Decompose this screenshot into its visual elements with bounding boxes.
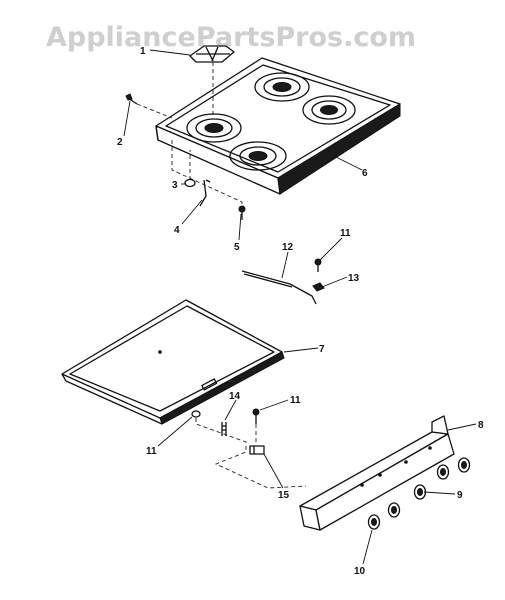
callout-3: 3 bbox=[172, 180, 178, 191]
screw-part-5 bbox=[238, 205, 246, 220]
callout-10: 10 bbox=[354, 566, 366, 577]
cooktop-panel bbox=[155, 57, 401, 195]
callout-11-left: 11 bbox=[146, 446, 157, 457]
control-panel-part-8 bbox=[299, 415, 455, 531]
clip-part-13 bbox=[312, 282, 325, 292]
callout-13: 13 bbox=[348, 273, 360, 284]
callout-labels: 1 2 3 4 5 6 11 12 13 7 8 9 10 11 11 14 1… bbox=[117, 46, 484, 577]
clip-part-3 bbox=[184, 150, 196, 188]
screw-part-2 bbox=[125, 93, 173, 119]
control-knobs bbox=[367, 457, 471, 530]
knob bbox=[457, 457, 471, 473]
burner-opening-front-left bbox=[186, 113, 242, 143]
burner-opening-rear-left bbox=[254, 72, 310, 102]
callout-2: 2 bbox=[117, 137, 123, 148]
knob bbox=[413, 484, 427, 500]
callout-14: 14 bbox=[229, 391, 241, 402]
screw-part-11-upper bbox=[314, 258, 322, 272]
burner-opening-front-right bbox=[229, 141, 287, 171]
callout-7: 7 bbox=[319, 344, 325, 355]
watermark-text: AppliancePartsPros.com bbox=[46, 22, 416, 53]
callout-5: 5 bbox=[234, 242, 240, 253]
callout-12: 12 bbox=[282, 242, 294, 253]
callout-8: 8 bbox=[478, 420, 484, 431]
rod-part-12 bbox=[241, 270, 317, 305]
spring-part-14 bbox=[221, 422, 227, 436]
callout-11-right: 11 bbox=[290, 395, 301, 406]
burner-grate-part bbox=[189, 45, 235, 118]
knob bbox=[436, 464, 450, 480]
callout-6: 6 bbox=[362, 168, 368, 179]
callout-1: 1 bbox=[140, 46, 146, 57]
callout-15: 15 bbox=[278, 490, 290, 501]
callout-9: 9 bbox=[457, 490, 463, 501]
bracket-part-15 bbox=[249, 445, 265, 455]
knob bbox=[387, 502, 401, 518]
knob bbox=[367, 514, 381, 530]
bracket-part-4 bbox=[199, 179, 211, 207]
screw-part-11-left bbox=[191, 410, 201, 418]
callout-11-upper: 11 bbox=[340, 228, 351, 239]
callout-4: 4 bbox=[174, 225, 180, 236]
screw-part-11-right bbox=[252, 408, 260, 424]
leader-lines bbox=[123, 49, 477, 565]
burner-opening-rear-right bbox=[302, 95, 356, 125]
main-top-panel bbox=[61, 299, 285, 425]
